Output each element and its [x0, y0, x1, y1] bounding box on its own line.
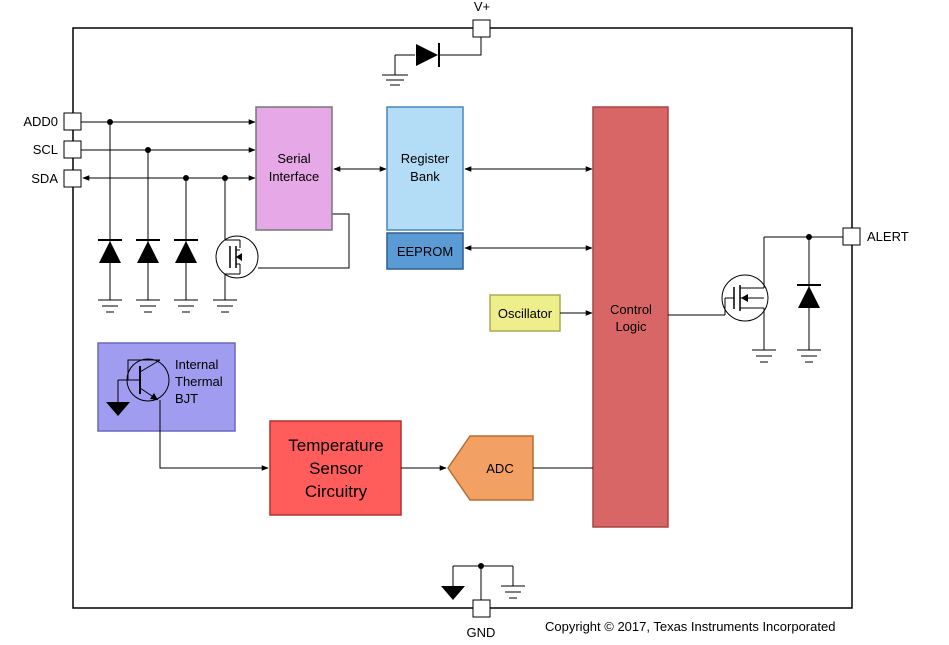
pin-sda-label: SDA [31, 171, 58, 186]
pin-gnd: GND [467, 599, 496, 640]
ground-icon [382, 74, 408, 86]
input-esd-diodes [98, 122, 198, 313]
oscillator-block: Oscillator [489, 294, 561, 332]
internal-bjt-label-1: Internal [175, 357, 218, 372]
pin-add0: ADD0 [23, 112, 82, 131]
control-logic-block: Control Logic [592, 106, 669, 528]
temperature-sensor-block: Temperature Sensor Circuitry [269, 420, 402, 516]
control-logic-label-1: Control [610, 302, 652, 317]
temperature-sensor-label-3: Circuitry [305, 482, 368, 501]
pin-sda: SDA [31, 169, 82, 188]
temperature-sensor-label-1: Temperature [288, 436, 383, 455]
pin-add0-label: ADD0 [23, 114, 58, 129]
sda-mosfet [213, 178, 350, 313]
register-bank-label-2: Bank [410, 169, 440, 184]
register-bank-block: Register Bank [386, 106, 464, 231]
gnd-connections [441, 563, 525, 600]
temperature-sensor-label-2: Sensor [309, 459, 363, 478]
alert-output-stage [668, 234, 843, 363]
serial-interface-label-1: Serial [277, 151, 310, 166]
eeprom-block: EEPROM [386, 232, 464, 270]
eeprom-label: EEPROM [397, 244, 453, 259]
oscillator-label: Oscillator [498, 306, 553, 321]
register-bank-label-1: Register [401, 151, 450, 166]
serial-interface-block: Serial Interface [255, 106, 333, 231]
serial-interface-label-2: Interface [269, 169, 320, 184]
vplus-diode [382, 37, 482, 86]
pin-vplus: V+ [472, 0, 491, 38]
control-logic-label-2: Logic [615, 319, 647, 334]
internal-bjt-label-3: BJT [175, 391, 198, 406]
internal-bjt-label-2: Thermal [175, 374, 223, 389]
pin-alert: ALERT [842, 227, 909, 246]
pin-alert-label: ALERT [867, 229, 909, 244]
pin-gnd-label: GND [467, 625, 496, 640]
adc-label: ADC [486, 461, 513, 476]
copyright-text: Copyright © 2017, Texas Instruments Inco… [545, 619, 835, 634]
pin-scl: SCL [33, 140, 82, 159]
pin-scl-label: SCL [33, 142, 58, 157]
internal-bjt-block: Internal Thermal BJT [97, 342, 269, 471]
pin-vplus-label: V+ [474, 0, 490, 14]
